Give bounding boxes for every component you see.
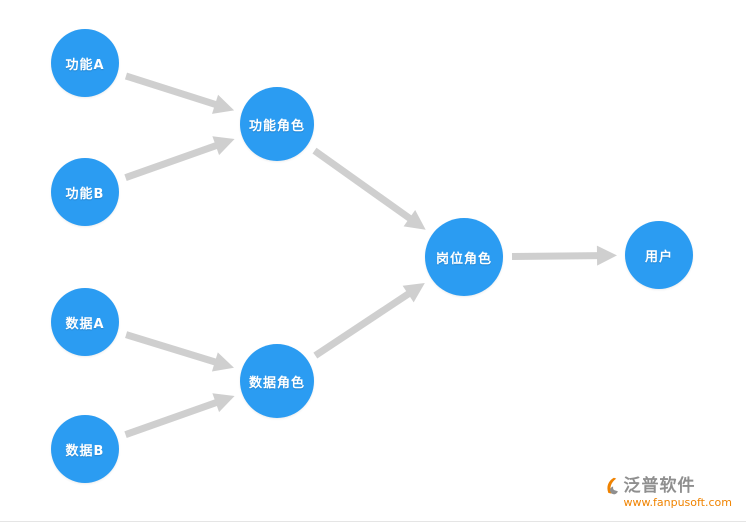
node-func-role: 功能角色: [240, 87, 314, 161]
node-label-data-b: 数据B: [65, 443, 105, 459]
node-data-role: 数据角色: [240, 344, 314, 418]
watermark: 泛普软件 www.fanpusoft.com: [602, 477, 732, 509]
arrow-line-func-b-to-func-role: [124, 141, 219, 181]
arrow-head-pos-role-to-user: [596, 245, 618, 266]
node-label-pos-role: 岗位角色: [435, 251, 492, 267]
node-user: 用户: [625, 221, 693, 289]
arrow-line-data-role-to-pos-role: [313, 290, 412, 359]
node-pos-role: 岗位角色: [425, 218, 503, 296]
arrow-line-data-b-to-data-role: [124, 398, 219, 438]
arrow-line-data-a-to-data-role: [125, 331, 218, 366]
arrow-head-func-b-to-func-role: [212, 136, 235, 156]
arrow-head-data-b-to-data-role: [212, 393, 235, 413]
watermark-url: www.fanpusoft.com: [623, 495, 732, 509]
fanpu-logo-icon: [602, 477, 621, 496]
arrow-head-func-role-to-pos-role: [403, 210, 426, 230]
arrow-line-func-a-to-func-role: [124, 72, 219, 109]
node-label-func-a: 功能A: [65, 57, 105, 73]
arrow-line-pos-role-to-user: [511, 252, 600, 261]
arrow-head-data-role-to-pos-role: [402, 282, 425, 303]
arrow-head-func-a-to-func-role: [212, 94, 235, 114]
arrow-line-func-role-to-pos-role: [312, 147, 414, 223]
node-data-a: 数据A: [51, 288, 119, 356]
node-func-a: 功能A: [51, 29, 119, 97]
node-func-b: 功能B: [51, 158, 119, 226]
node-data-b: 数据B: [51, 415, 119, 483]
node-label-data-role: 数据角色: [248, 375, 305, 391]
arrow-head-data-a-to-data-role: [211, 352, 234, 372]
watermark-brand: 泛普软件: [623, 476, 696, 497]
node-label-func-role: 功能角色: [248, 118, 305, 134]
node-label-data-a: 数据A: [65, 316, 105, 332]
node-label-user: 用户: [644, 249, 673, 265]
node-label-func-b: 功能B: [65, 186, 105, 202]
